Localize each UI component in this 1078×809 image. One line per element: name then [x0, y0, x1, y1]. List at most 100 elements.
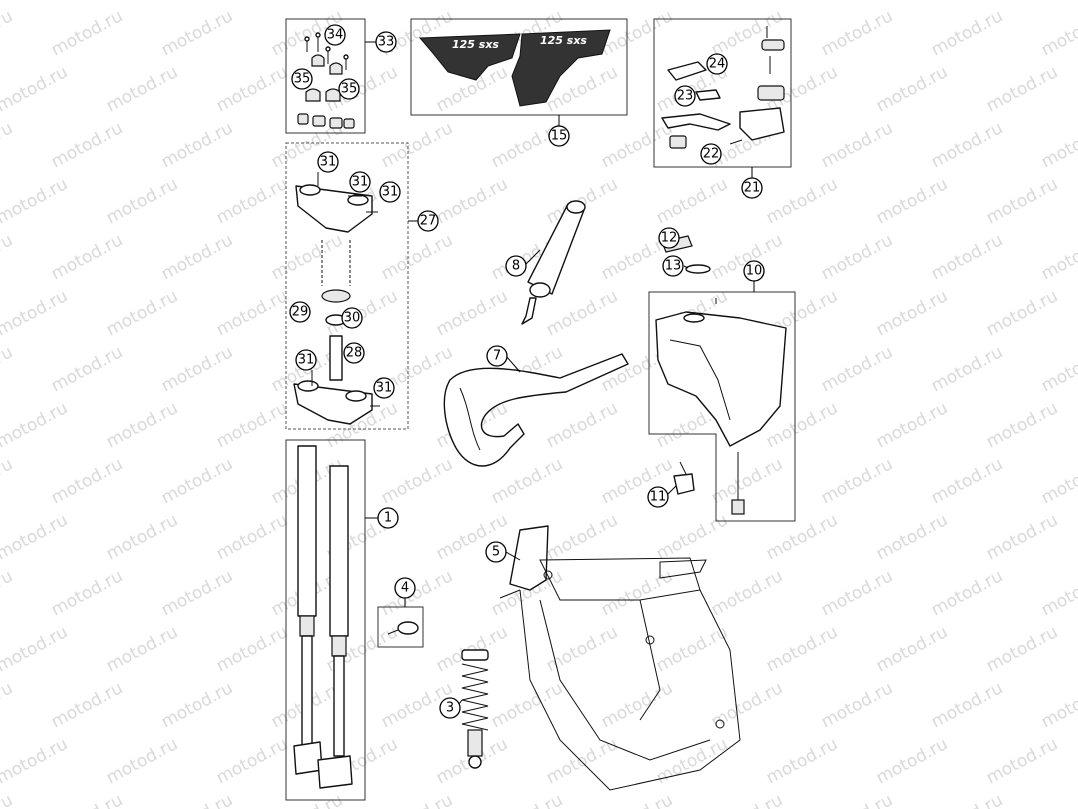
- callout-11: 11: [647, 486, 669, 508]
- callout-label: 11: [650, 490, 667, 505]
- watermark-text: motod.ru: [708, 678, 786, 732]
- watermark-text: motod.ru: [103, 174, 181, 228]
- callout-28: 28: [343, 342, 365, 364]
- callout-4: 4: [394, 577, 416, 599]
- callout-circle: [647, 486, 669, 508]
- callout-3: 3: [439, 697, 461, 719]
- watermark-text: motod.ru: [378, 566, 456, 620]
- watermark-text: motod.ru: [433, 286, 511, 340]
- watermark-text: motod.ru: [873, 510, 951, 564]
- watermark-text: motod.ru: [543, 0, 621, 4]
- callout-label: 35: [341, 82, 358, 97]
- watermark-text: motod.ru: [1038, 342, 1078, 396]
- callout-circle: [700, 143, 722, 165]
- callout-circle: [338, 78, 360, 100]
- watermark-text: motod.ru: [598, 118, 676, 172]
- callout-8: 8: [505, 255, 527, 277]
- watermark-text: motod.ru: [323, 0, 401, 4]
- watermark-text: motod.ru: [0, 734, 71, 788]
- callout-29: 29: [289, 301, 311, 323]
- watermark-text: motod.ru: [103, 62, 181, 116]
- watermark-text: motod.ru: [213, 622, 291, 676]
- callout-circle: [505, 255, 527, 277]
- watermark-text: motod.ru: [48, 678, 126, 732]
- callout-label: 10: [746, 264, 763, 279]
- watermark-text: motod.ru: [378, 230, 456, 284]
- callout-circle: [375, 31, 397, 53]
- watermark-text: motod.ru: [928, 454, 1006, 508]
- callout-33: 33: [375, 31, 397, 53]
- watermark-text: motod.ru: [1038, 454, 1078, 508]
- watermark-text: motod.ru: [1038, 118, 1078, 172]
- watermark-text: motod.ru: [928, 342, 1006, 396]
- watermark-text: motod.ru: [873, 62, 951, 116]
- watermark-text: motod.ru: [158, 6, 236, 60]
- callout-31: 31: [317, 151, 339, 173]
- watermark-text: motod.ru: [213, 734, 291, 788]
- watermark-text: motod.ru: [818, 342, 896, 396]
- callout-5: 5: [485, 541, 507, 563]
- callout-circle: [658, 227, 680, 249]
- watermark-text: motod.ru: [378, 790, 456, 809]
- watermark-text: motod.ru: [928, 566, 1006, 620]
- callout-label: 31: [320, 155, 337, 170]
- callout-label: 31: [298, 353, 315, 368]
- callout-label: 15: [551, 129, 568, 144]
- watermark-text: motod.ru: [1038, 790, 1078, 809]
- watermark-text: motod.ru: [433, 0, 511, 4]
- watermark-text: motod.ru: [213, 0, 291, 4]
- callout-13: 13: [662, 255, 684, 277]
- watermark-text: motod.ru: [543, 174, 621, 228]
- callout-label: 27: [420, 214, 437, 229]
- watermark-text: motod.ru: [818, 230, 896, 284]
- callout-circle: [417, 210, 439, 232]
- watermark-text: motod.ru: [928, 790, 1006, 809]
- watermark-text: motod.ru: [873, 622, 951, 676]
- watermark-text: motod.ru: [158, 342, 236, 396]
- watermark-text: motod.ru: [1038, 678, 1078, 732]
- watermark-text: motod.ru: [488, 678, 566, 732]
- watermark-text: motod.ru: [48, 566, 126, 620]
- callout-label: 5: [492, 545, 500, 560]
- callout-7: 7: [486, 345, 508, 367]
- watermark-text: motod.ru: [928, 230, 1006, 284]
- callout-label: 23: [677, 89, 694, 104]
- watermark-text: motod.ru: [543, 510, 621, 564]
- watermark-text: motod.ru: [0, 510, 71, 564]
- callout-circle: [324, 24, 346, 46]
- callout-30: 30: [341, 307, 363, 329]
- watermark-text: motod.ru: [873, 286, 951, 340]
- watermark-text: motod.ru: [543, 622, 621, 676]
- watermark-text: motod.ru: [543, 286, 621, 340]
- watermark-text: motod.ru: [653, 0, 731, 4]
- front-brake-master-cylinder: [661, 26, 785, 149]
- watermark-text: motod.ru: [763, 174, 841, 228]
- callout-label: 21: [744, 181, 761, 196]
- watermark-text: motod.ru: [543, 398, 621, 452]
- callout-10: 10: [743, 260, 765, 282]
- watermark-text: motod.ru: [48, 6, 126, 60]
- callout-circle: [349, 171, 371, 193]
- box-brake-lever: [653, 18, 792, 168]
- watermark-text: motod.ru: [103, 0, 181, 4]
- callout-label: 8: [512, 259, 520, 274]
- watermark-text: motod.ru: [928, 678, 1006, 732]
- watermark-text: motod.ru: [873, 0, 951, 4]
- callout-23: 23: [674, 85, 696, 107]
- watermark-text: motod.ru: [0, 398, 71, 452]
- watermark-text: motod.ru: [0, 454, 16, 508]
- watermark-text: motod.ru: [873, 398, 951, 452]
- callout-circle: [317, 151, 339, 173]
- watermark-text: motod.ru: [708, 790, 786, 809]
- callout-circle: [706, 53, 728, 75]
- watermark-text: motod.ru: [158, 566, 236, 620]
- callout-label: 29: [292, 305, 309, 320]
- watermark-text: motod.ru: [0, 566, 16, 620]
- callout-label: 31: [376, 381, 393, 396]
- watermark-text: motod.ru: [0, 118, 16, 172]
- callout-label: 3: [446, 701, 454, 716]
- watermark-text: motod.ru: [48, 454, 126, 508]
- callout-34: 34: [324, 24, 346, 46]
- callout-label: 7: [493, 349, 501, 364]
